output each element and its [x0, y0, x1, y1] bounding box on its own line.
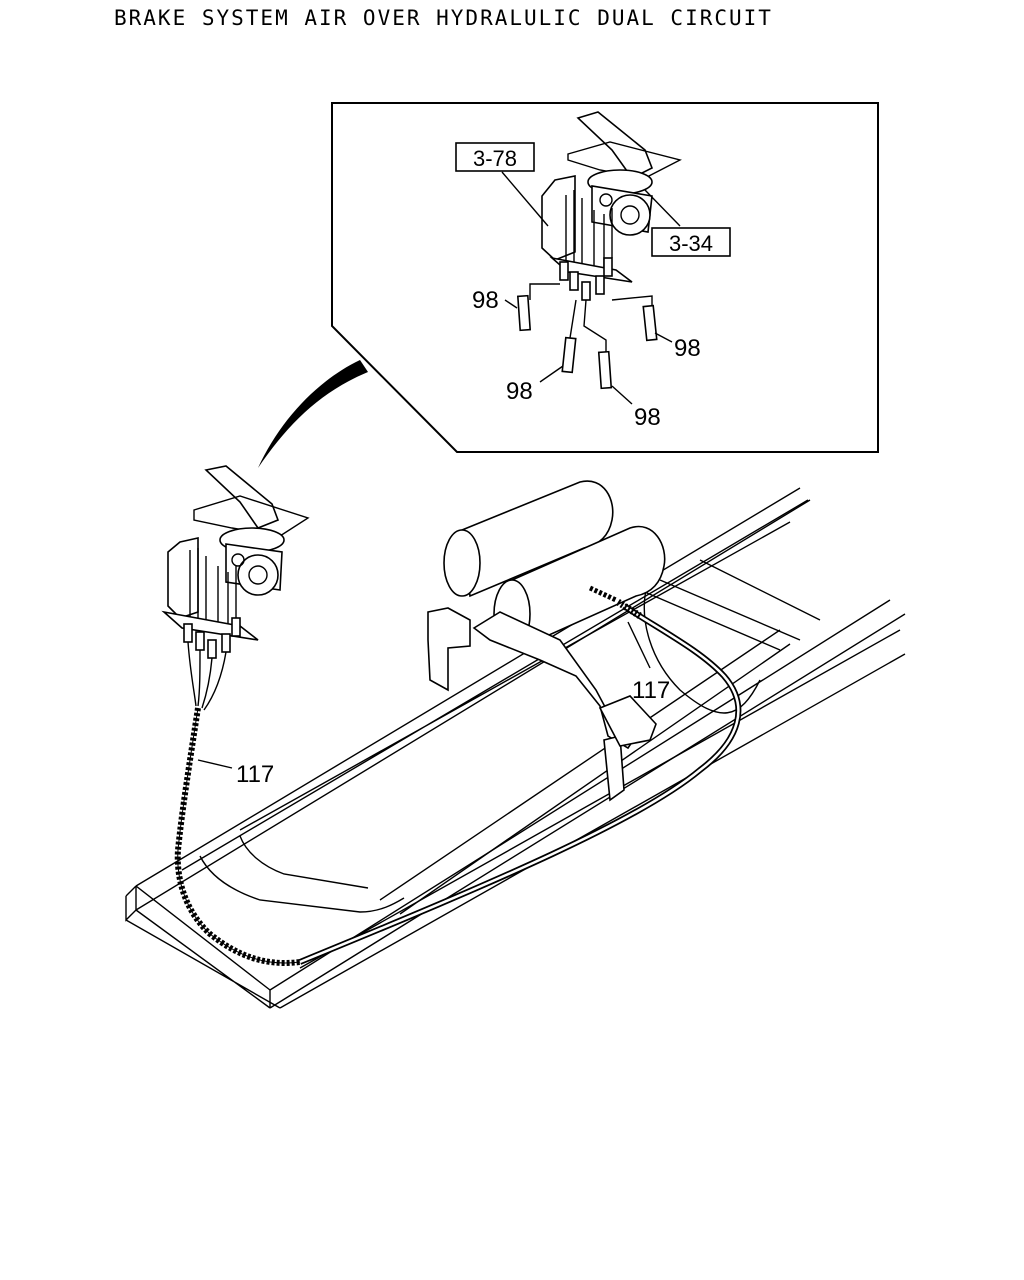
ref-label-b: 3-34 [669, 231, 713, 256]
ref-box-a: 3-78 [455, 142, 535, 172]
leader-ref-b [644, 189, 681, 227]
detail-pointer-swoosh [258, 360, 368, 468]
label-117-right: 117 [632, 677, 670, 704]
chassis-frame [125, 487, 906, 1009]
ref-label-a: 3-78 [473, 146, 517, 171]
main-valve-assembly [161, 465, 310, 711]
hose-117-left [174, 707, 301, 966]
hose-piece-98-bottom-left [561, 299, 577, 374]
hose-piece-98-right [611, 295, 658, 342]
ref-box-b: 3-34 [651, 227, 731, 257]
diagram-title: BRAKE SYSTEM AIR OVER HYDRALULIC DUAL CI… [114, 6, 773, 30]
label-98-left: 98 [472, 287, 499, 314]
label-98-bottom-right: 98 [634, 404, 661, 431]
hose-piece-98-left [516, 283, 560, 332]
leader-ref-a [501, 171, 549, 227]
hose-piece-98-bottom-right [583, 299, 613, 390]
hose-117-right [298, 585, 742, 965]
label-98-bottom-left: 98 [506, 378, 533, 405]
label-98-right: 98 [674, 335, 701, 362]
label-117-left: 117 [236, 761, 274, 788]
tank-bracket [427, 607, 657, 802]
inset-detail-frame [331, 102, 879, 453]
inset-valve-assembly [541, 111, 682, 301]
